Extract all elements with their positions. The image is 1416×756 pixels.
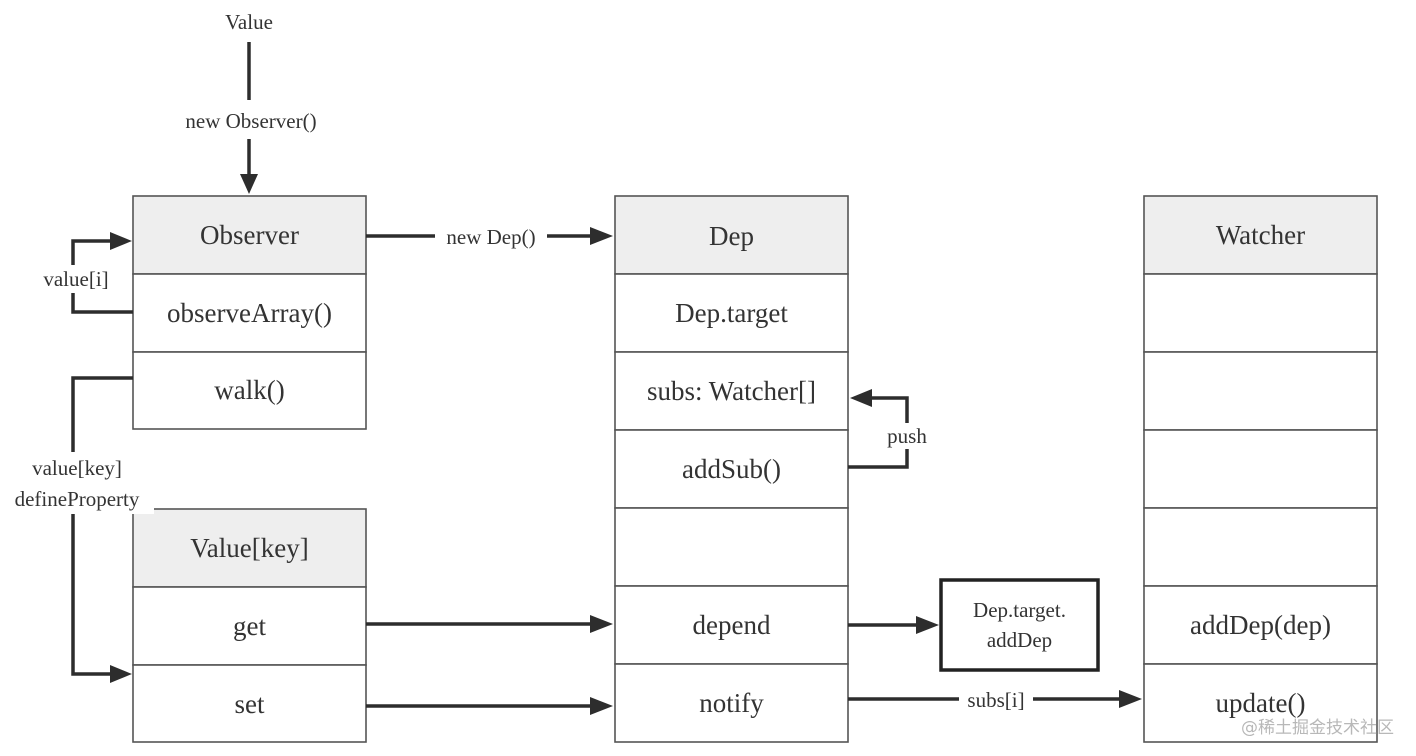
subs-i-label-bg: [959, 687, 1033, 711]
observer-observe-array-label: observeArray(): [167, 298, 332, 328]
value-key-set-label: set: [235, 689, 265, 719]
define-property-arrowhead: [110, 665, 132, 683]
observer-row-walk: [132, 351, 367, 430]
new-dep-label-bg: [435, 224, 547, 248]
value-i-label: value[i]: [43, 267, 108, 291]
subs-i-label: subs[i]: [967, 688, 1024, 712]
value-key-box: Value[key] get set: [132, 508, 367, 743]
dep-target-add-dep-note: [939, 578, 1100, 672]
note-line-2: addDep: [987, 628, 1052, 652]
new-observer-arrowhead: [240, 174, 258, 194]
get-to-depend-arrowhead: [590, 615, 613, 633]
define-property-label: defineProperty: [15, 487, 140, 511]
define-property-line: [71, 376, 133, 676]
push-label-bg: [880, 423, 934, 449]
watcher-update-label: update(): [1216, 688, 1306, 718]
value-key-row-set: [132, 664, 367, 743]
value-key-edge-label: value[key]: [32, 456, 122, 480]
dep-row-add-sub: [614, 429, 849, 509]
value-key-get-label: get: [233, 611, 266, 641]
observer-header: [132, 195, 367, 275]
dep-subs-label: subs: Watcher[]: [647, 376, 816, 406]
value-key-title: Value[key]: [190, 533, 308, 563]
new-observer-label: new Observer(): [185, 109, 316, 133]
top-value-label: Value: [225, 10, 273, 34]
watcher-row-empty-3: [1143, 429, 1378, 509]
define-property-label-bg: [2, 452, 154, 514]
value-i-arrowhead: [110, 232, 132, 250]
notify-to-update-arrowhead: [1119, 690, 1142, 708]
value-key-header: [132, 508, 367, 588]
dep-box: Dep Dep.target subs: Watcher[] addSub() …: [614, 195, 849, 743]
push-arrowhead: [850, 389, 872, 407]
dep-title: Dep: [709, 221, 754, 251]
new-dep-arrowhead: [590, 227, 613, 245]
observer-box: Observer observeArray() walk(): [132, 195, 367, 430]
note-line-1: Dep.target.: [973, 598, 1066, 622]
watcher-box: Watcher addDep(dep) update(): [1143, 195, 1378, 743]
watcher-header: [1143, 195, 1378, 275]
set-to-notify-arrowhead: [590, 697, 613, 715]
watcher-title: Watcher: [1216, 220, 1305, 250]
dep-row-notify: [614, 663, 849, 743]
value-key-row-get: [132, 586, 367, 666]
watermark-text: @稀土掘金技术社区: [1241, 718, 1394, 738]
dep-target-label: Dep.target: [675, 298, 788, 328]
watcher-row-empty-2: [1143, 351, 1378, 431]
depend-to-note-arrowhead: [916, 616, 939, 634]
dep-notify-label: notify: [699, 688, 764, 718]
observer-walk-label: walk(): [214, 375, 284, 405]
dep-row-target: [614, 273, 849, 353]
watcher-row-empty-4: [1143, 507, 1378, 587]
value-i-label-bg: [34, 265, 118, 293]
dep-row-empty: [614, 507, 849, 587]
observer-title: Observer: [200, 220, 299, 250]
watcher-row-add-dep: [1143, 585, 1378, 665]
watcher-row-update: [1143, 663, 1378, 743]
dep-depend-label: depend: [693, 610, 771, 640]
observer-row-observe-array: [132, 273, 367, 353]
new-dep-label: new Dep(): [446, 225, 535, 249]
watcher-add-dep-label: addDep(dep): [1190, 610, 1331, 640]
dep-add-sub-label: addSub(): [682, 454, 781, 484]
watcher-row-empty-1: [1143, 273, 1378, 353]
push-label: push: [887, 424, 927, 448]
